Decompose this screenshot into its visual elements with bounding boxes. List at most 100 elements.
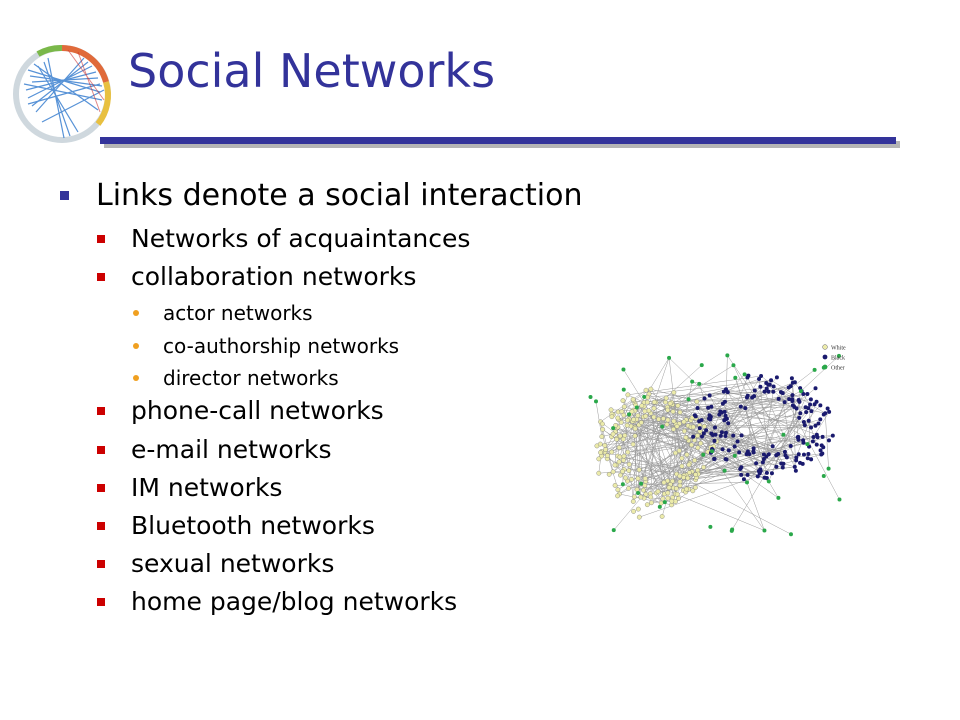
bullet-text: phone-call networks [131, 396, 384, 425]
network-node [697, 381, 702, 386]
network-node [752, 388, 757, 393]
network-node [815, 435, 820, 440]
network-edge [679, 475, 792, 535]
network-node [751, 446, 756, 451]
network-edge [807, 454, 822, 459]
network-node [718, 433, 723, 438]
network-node [809, 425, 814, 430]
network-node [690, 379, 695, 384]
network-node [658, 500, 664, 506]
network-node [621, 367, 626, 372]
network-node [618, 472, 623, 478]
network-node [762, 475, 767, 480]
network-node [800, 461, 805, 466]
network-node [818, 417, 823, 422]
network-node [610, 469, 616, 475]
network-edge [669, 454, 704, 486]
bullet-text: collaboration networks [131, 262, 417, 291]
network-node [692, 485, 698, 490]
network-node [643, 413, 649, 419]
network-node [745, 472, 750, 477]
square-bullet-icon [97, 483, 105, 492]
network-node [620, 482, 625, 487]
network-node [797, 415, 802, 420]
bullet-item: home page/blog networks [97, 587, 457, 616]
network-node [744, 452, 749, 457]
network-node [639, 403, 645, 409]
network-edge [770, 380, 826, 414]
network-node [766, 479, 771, 484]
square-bullet-icon [60, 191, 69, 200]
network-edge [663, 439, 695, 483]
network-node [632, 426, 638, 432]
network-node [743, 406, 748, 411]
network-node [655, 489, 661, 494]
network-node [643, 387, 649, 393]
network-node [701, 431, 706, 436]
network-node [671, 418, 677, 424]
network-node [820, 434, 825, 439]
network-node [608, 407, 614, 413]
network-node [695, 433, 700, 439]
network-node [788, 444, 793, 449]
network-node [629, 409, 635, 415]
network-node [686, 462, 692, 468]
network-node [796, 397, 801, 402]
network-node [694, 399, 700, 405]
network-node [701, 452, 706, 457]
network-node [660, 496, 666, 502]
network-node [706, 405, 711, 410]
network-node [665, 417, 671, 423]
network-node [738, 404, 743, 409]
network-node [712, 438, 717, 443]
network-node [737, 450, 742, 455]
bullet-text: home page/blog networks [131, 587, 458, 616]
network-node [723, 433, 728, 438]
network-node [729, 528, 734, 533]
network-node [776, 452, 781, 457]
network-edge [662, 418, 726, 427]
network-node [699, 363, 704, 368]
network-edge [813, 411, 830, 438]
network-edge [627, 450, 729, 482]
square-bullet-icon [97, 521, 105, 530]
network-node [616, 445, 622, 450]
network-node [621, 453, 627, 459]
network-node [679, 463, 685, 469]
network-edge [627, 440, 689, 453]
network-edge [601, 428, 636, 437]
network-node [810, 439, 815, 444]
network-edge [747, 440, 804, 476]
network-edge [675, 452, 767, 479]
network-node [709, 431, 714, 436]
network-node [726, 421, 731, 426]
bullet-text: director networks [163, 366, 339, 390]
network-node [706, 416, 711, 421]
network-edge [724, 420, 765, 478]
network-node [806, 451, 811, 456]
network-node [631, 417, 637, 422]
bullet-text: e-mail networks [131, 435, 332, 464]
network-node [821, 445, 826, 450]
network-node [793, 468, 798, 473]
network-node [770, 444, 775, 449]
network-node [636, 491, 641, 496]
network-node [621, 387, 626, 392]
network-node [613, 422, 619, 428]
network-node [809, 457, 814, 462]
network-edge [689, 436, 798, 464]
network-node [813, 423, 818, 428]
network-node [720, 447, 725, 452]
network-node [629, 476, 634, 482]
network-node [819, 452, 824, 457]
network-node [708, 524, 713, 529]
bullet-item: collaboration networks [97, 262, 416, 291]
network-edge [654, 398, 790, 403]
network-edge [771, 393, 808, 474]
network-node [644, 502, 650, 508]
network-edge [611, 409, 645, 412]
network-node [648, 494, 654, 500]
network-node [759, 373, 764, 378]
network-node [621, 457, 626, 463]
network-node [635, 506, 641, 512]
